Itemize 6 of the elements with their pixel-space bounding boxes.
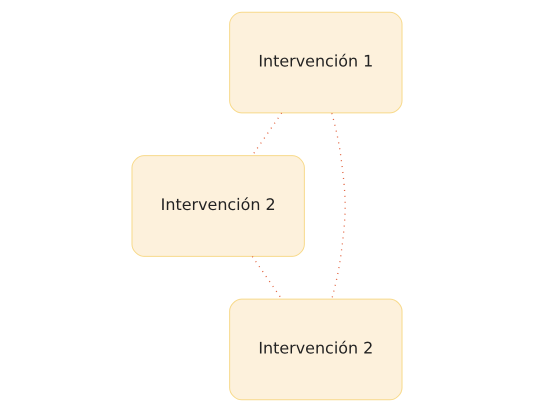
node-box: Intervención 2 [228,298,402,400]
connector [251,256,282,300]
node-box: Intervención 2 [130,155,304,257]
connector [330,113,346,299]
node-box: Intervención 1 [228,12,402,114]
connector [251,112,282,156]
